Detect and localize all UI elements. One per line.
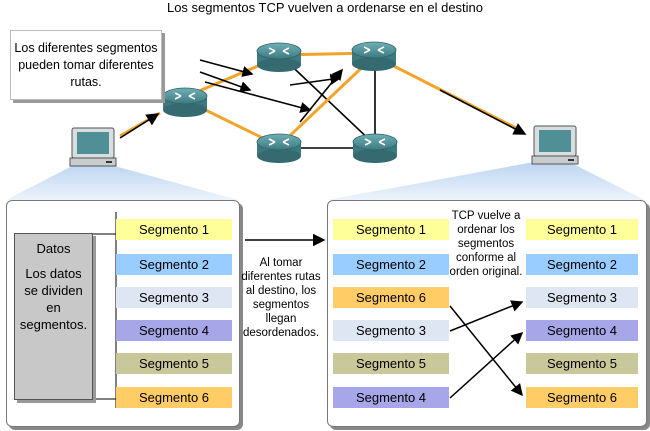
segment-box: Segmento 3 bbox=[333, 320, 449, 341]
reorder-note: TCP vuelve a ordenar los segmentos confo… bbox=[449, 210, 523, 278]
segment-box: Segmento 1 bbox=[116, 219, 232, 240]
segment-box: Segmento 6 bbox=[333, 287, 449, 308]
segment-box: Segmento 4 bbox=[333, 387, 449, 408]
segment-box: Segmento 4 bbox=[526, 320, 638, 341]
routes-callout: Los diferentes segmentos pueden tomar di… bbox=[10, 30, 162, 100]
source-computer-icon bbox=[69, 127, 117, 167]
segment-box: Segmento 5 bbox=[116, 353, 232, 374]
segment-box: Segmento 5 bbox=[526, 353, 638, 374]
dest-fan bbox=[327, 160, 645, 200]
router-icon bbox=[256, 42, 302, 72]
segment-box: Segmento 2 bbox=[526, 254, 638, 275]
segment-box: Segmento 2 bbox=[116, 254, 232, 275]
segment-box: Segmento 1 bbox=[333, 219, 449, 240]
segment-box: Segmento 6 bbox=[116, 387, 232, 408]
data-bracket bbox=[93, 212, 117, 408]
reorder-arrows bbox=[449, 300, 524, 399]
router-icon bbox=[352, 133, 398, 163]
segment-box: Segmento 5 bbox=[333, 353, 449, 374]
router-icon bbox=[162, 87, 208, 117]
destination-computer-icon bbox=[531, 125, 579, 165]
diagram-title: Los segmentos TCP vuelven a ordenarse en… bbox=[166, 0, 484, 15]
segment-box: Segmento 3 bbox=[116, 287, 232, 308]
segment-box: Segmento 1 bbox=[526, 219, 638, 240]
data-block: Datos Los datos se dividen en segmentos. bbox=[14, 233, 93, 400]
segment-box: Segmento 4 bbox=[116, 320, 232, 341]
source-fan bbox=[6, 162, 238, 200]
segment-box: Segmento 6 bbox=[526, 387, 638, 408]
router-icon bbox=[351, 41, 397, 71]
data-heading: Datos bbox=[36, 241, 71, 256]
flow-arrows bbox=[119, 59, 527, 247]
router-icon bbox=[256, 133, 302, 163]
data-description: Los datos se dividen en segmentos. bbox=[19, 266, 88, 332]
middle-note: Al tomar diferentes rutas al destino, lo… bbox=[241, 257, 321, 339]
segment-box: Segmento 3 bbox=[526, 287, 638, 308]
segment-box: Segmento 2 bbox=[333, 254, 449, 275]
